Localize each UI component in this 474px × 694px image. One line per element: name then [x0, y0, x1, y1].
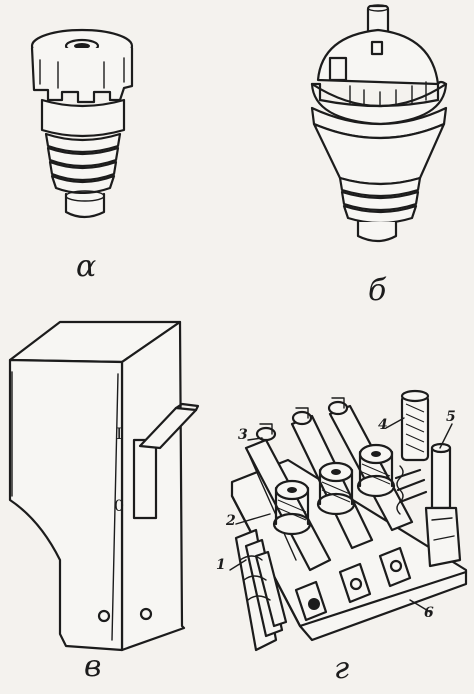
callout-6: 6 [424, 605, 434, 621]
fuse-cap-illustration [30, 28, 134, 219]
panel-label-g: г [334, 651, 350, 686]
callout-2: 2 [226, 513, 236, 529]
callout-3: 3 [238, 427, 248, 443]
switch-mechanism-illustration [229, 389, 468, 652]
switch-off-mark: 0 [114, 496, 125, 515]
panel-label-b: б [368, 273, 387, 308]
fuse-insert-illustration [310, 4, 448, 243]
pole-assemblies [244, 397, 414, 622]
panel-label-v: в [84, 649, 102, 684]
switch-on-mark: I [116, 424, 123, 443]
circuit-breaker-illustration [8, 320, 200, 652]
callout-1: 1 [216, 557, 226, 573]
callout-5: 5 [446, 409, 456, 425]
panel-label-a: α [76, 249, 97, 284]
callout-4: 4 [378, 417, 388, 433]
